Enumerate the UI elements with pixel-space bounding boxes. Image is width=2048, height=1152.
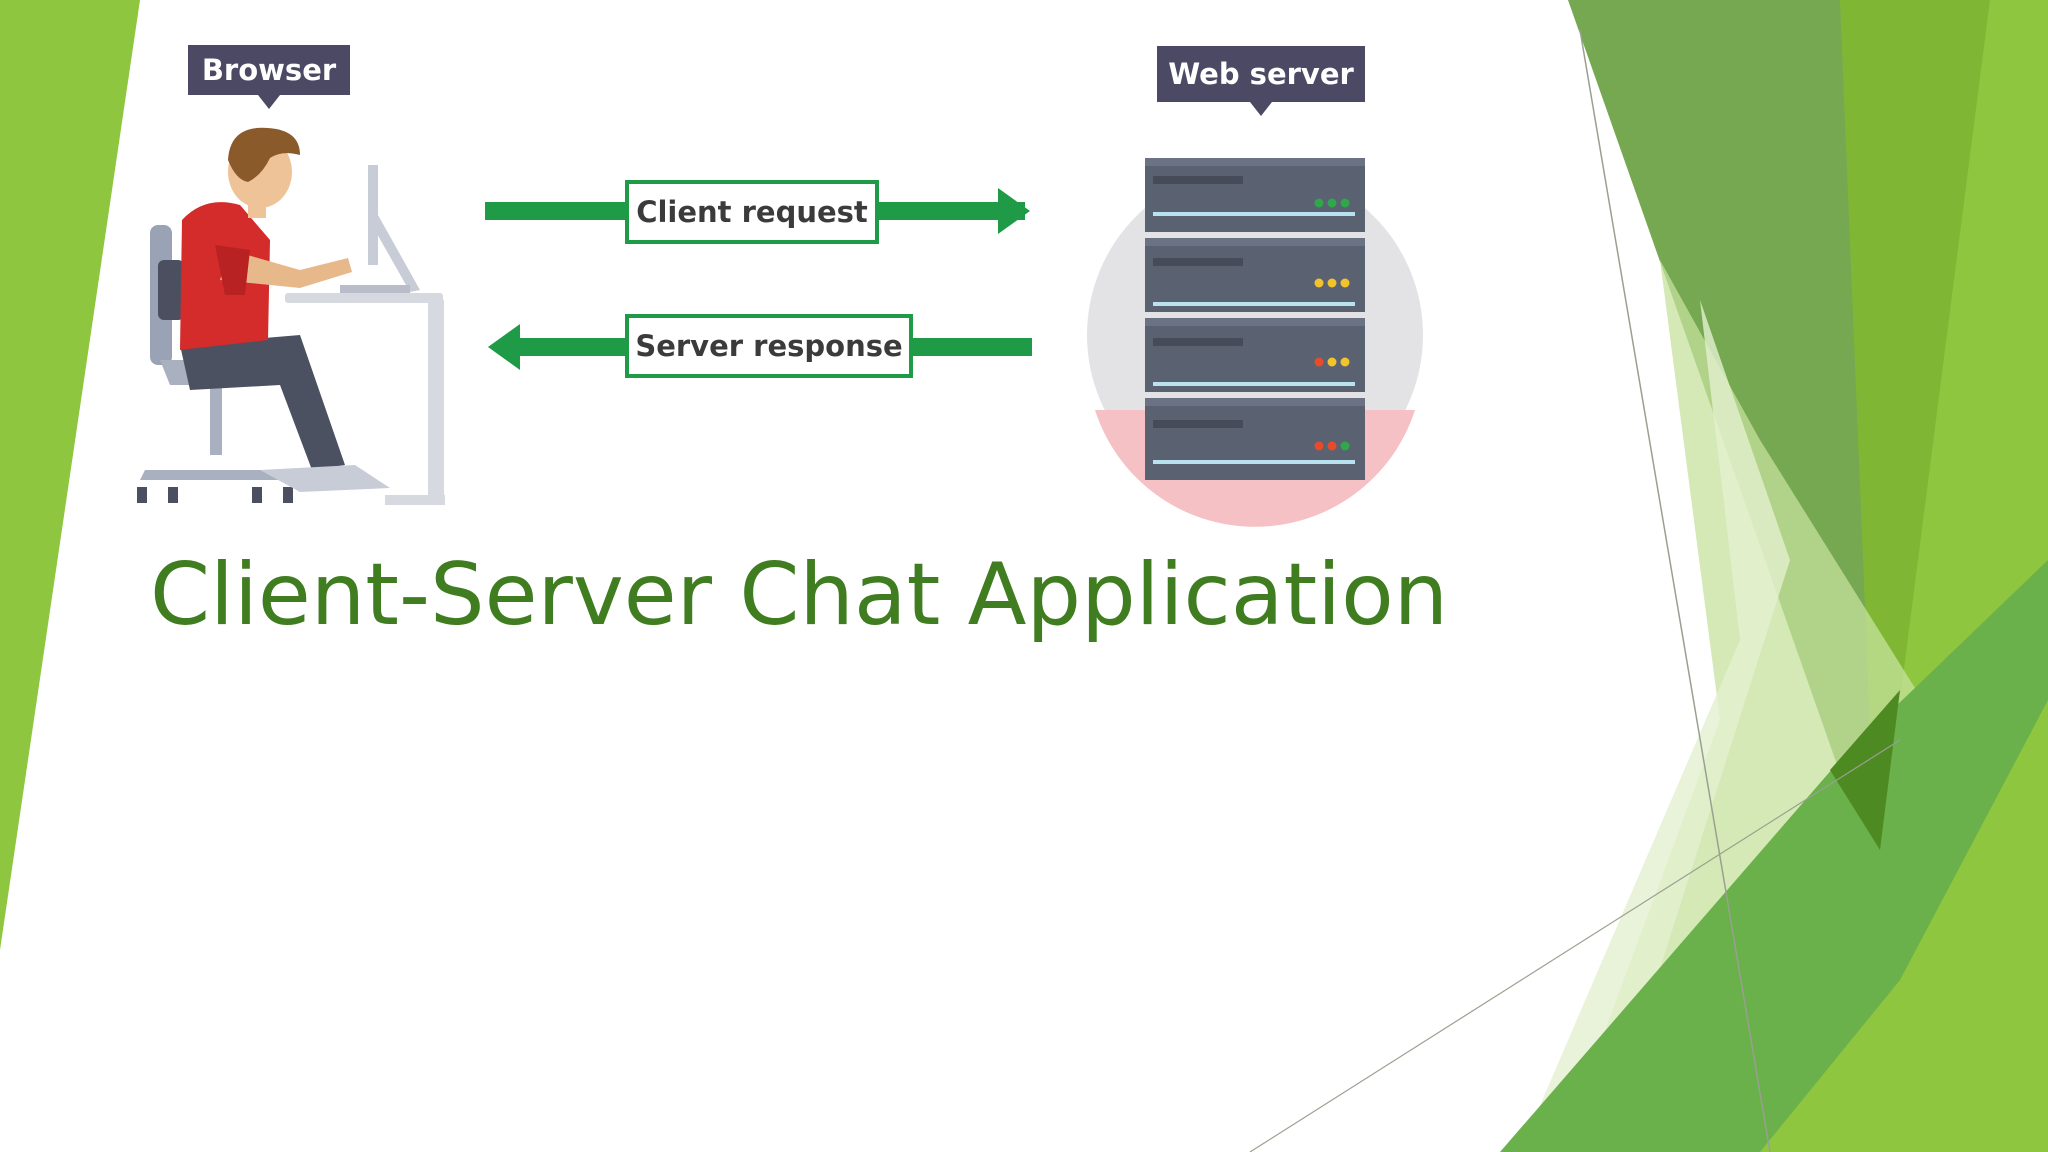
- client-request-box: Client request: [625, 180, 879, 244]
- browser-label: Browser: [188, 45, 350, 109]
- left-green-wedge: [0, 0, 140, 950]
- server-response-box: Server response: [625, 314, 913, 378]
- right-facet-lower-bright: [1760, 700, 2048, 1152]
- thin-line-2: [1249, 739, 1901, 1152]
- thin-line-1: [1579, 29, 1771, 1152]
- slide-title: Client-Server Chat Application: [150, 545, 1449, 645]
- right-facet-accent: [1830, 690, 1900, 850]
- web-server-label: Web server: [1157, 46, 1365, 116]
